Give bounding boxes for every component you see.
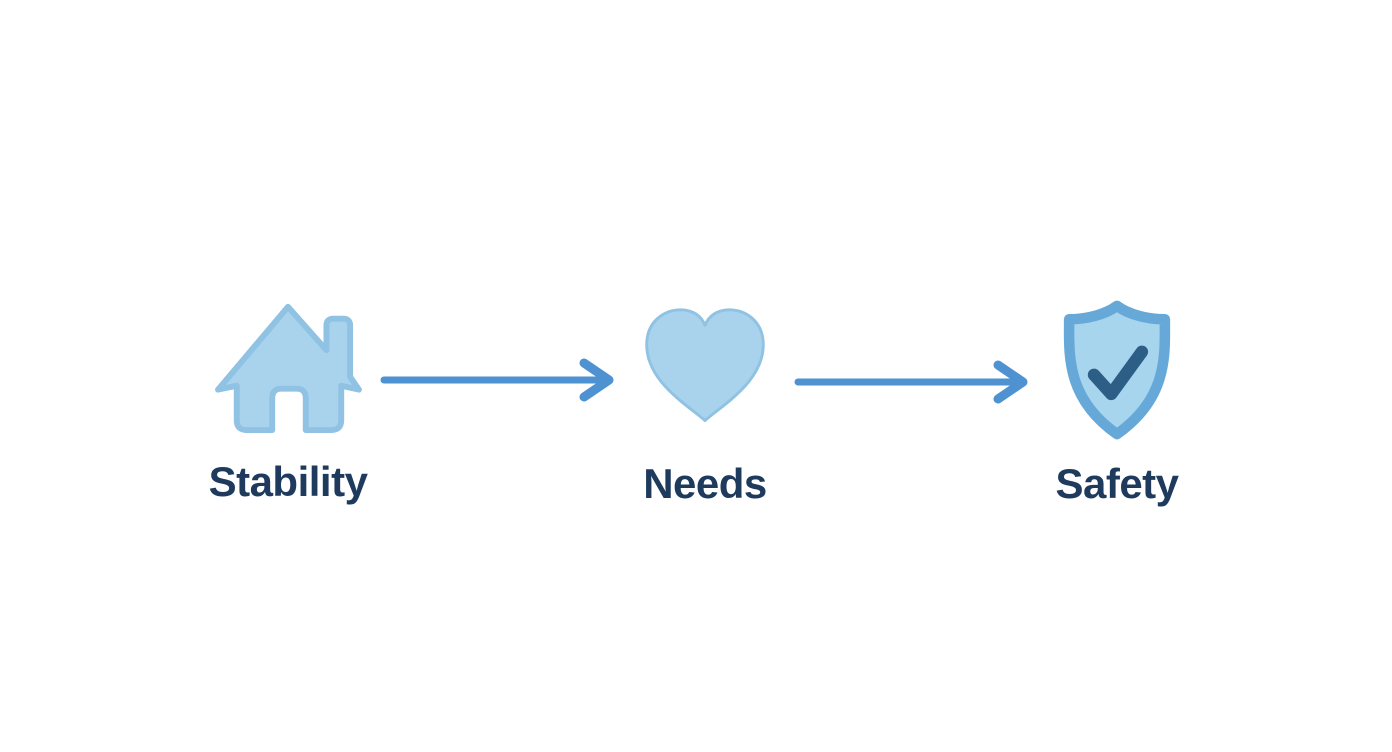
heart-icon (645, 308, 765, 422)
step-needs: Needs (618, 302, 792, 508)
step-safety: Safety (1030, 298, 1204, 508)
arrow-right-icon (794, 360, 1028, 404)
step-stability: Stability (200, 296, 376, 506)
step-label-needs: Needs (643, 460, 767, 507)
step-label-stability: Stability (208, 458, 368, 505)
arrow-right-icon (380, 358, 614, 402)
checkmark-icon (1087, 345, 1149, 401)
step-label-safety: Safety (1055, 460, 1179, 507)
shield-check-icon (1063, 300, 1171, 440)
house-icon (215, 303, 362, 434)
